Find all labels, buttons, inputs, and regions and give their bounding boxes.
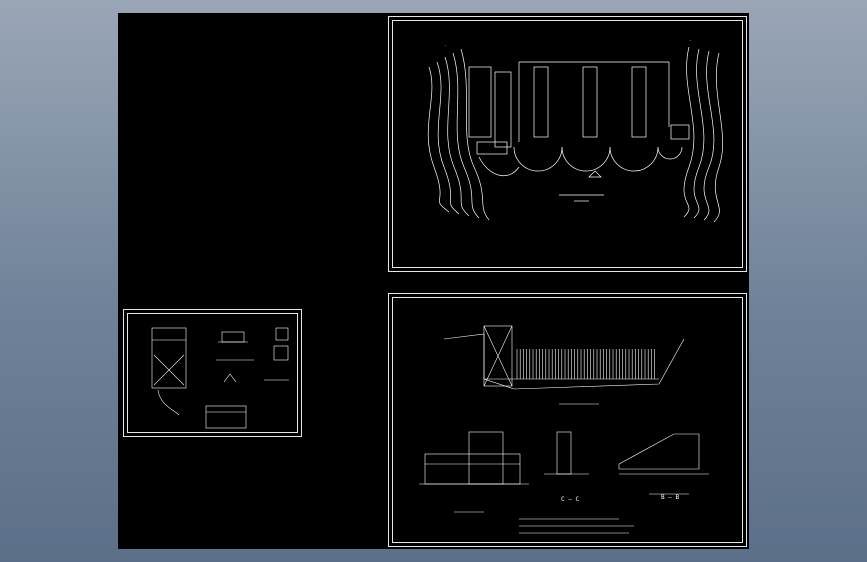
section-c-label: C — C [561, 496, 580, 503]
detail-drawing [151, 327, 289, 429]
section-b-label: B — B [661, 494, 680, 501]
sheet-sections-border [392, 297, 743, 543]
sheet-sections[interactable]: C — C B — B [388, 293, 747, 547]
sheet-plan[interactable]: ·· [388, 16, 747, 272]
sections-drawing [419, 325, 709, 534]
svg-text:·: · [444, 43, 446, 48]
sheet-detail[interactable] [123, 309, 302, 437]
svg-text:·: · [689, 38, 691, 43]
sheet-detail-border [127, 313, 298, 433]
drawing-canvas[interactable]: ·· [118, 13, 749, 549]
sheet-plan-border [392, 20, 743, 268]
plan-drawing: ·· [427, 38, 724, 223]
